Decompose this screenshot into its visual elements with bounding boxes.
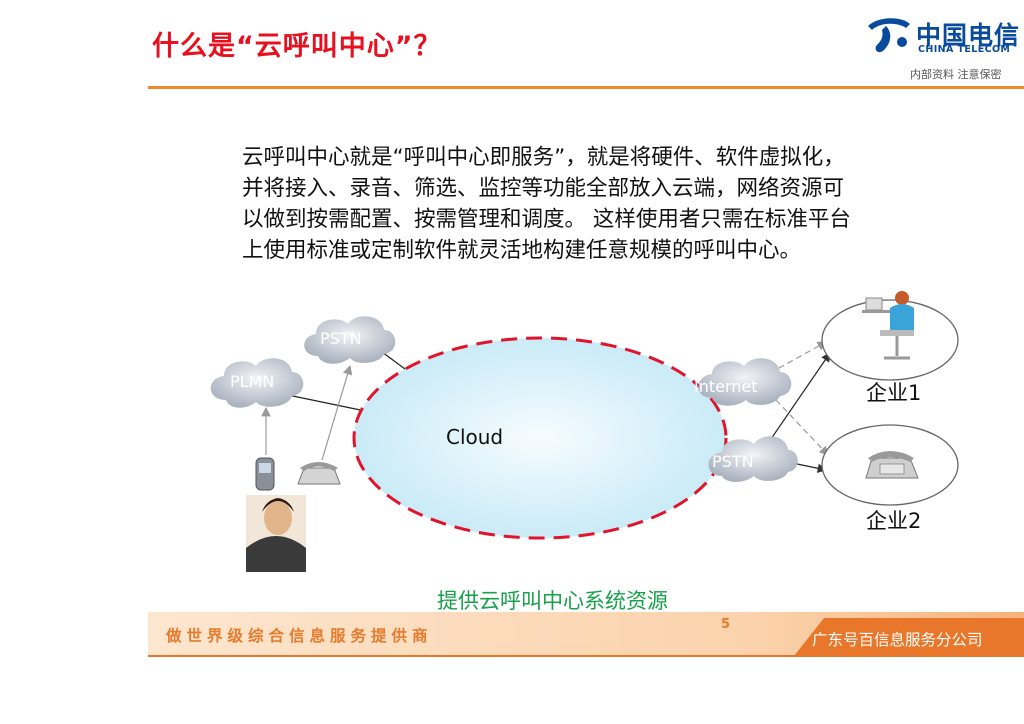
pstn-right-label: PSTN <box>712 452 754 471</box>
link-internet-ent2 <box>775 399 829 456</box>
paragraph-line: 并将接入、录音、筛选、监控等功能全部放入云端，网络资源可 <box>242 176 845 201</box>
header-divider <box>148 86 1024 89</box>
user-person-icon <box>246 495 306 572</box>
logo-text-cn: 中国电信 <box>916 21 1021 50</box>
logo-text-en: CHINA TELECOM <box>918 44 1011 55</box>
internet-cloud: Internet <box>694 358 792 406</box>
pstn-top-label: PSTN <box>320 329 362 348</box>
china-telecom-logo-icon <box>868 18 910 53</box>
mobile-phone-icon <box>255 457 275 491</box>
link-internet-ent1 <box>769 341 828 374</box>
paragraph-line: 上使用标准或定制软件就灵活地构建任意规模的呼叫中心。 <box>242 238 802 263</box>
footer-bar <box>148 612 1024 657</box>
description-paragraph: 云呼叫中心就是“呼叫中心即服务”，就是将硬件、软件虚拟化， 并将接入、录音、筛选… <box>242 142 952 266</box>
internet-label: Internet <box>694 377 758 396</box>
page-title: 什么是“云呼叫中心”？ <box>152 31 442 62</box>
page-number: 5 <box>721 617 731 632</box>
paragraph-line: 云呼叫中心就是“呼叫中心即服务”，就是将硬件、软件虚拟化， <box>242 145 845 170</box>
plmn-label: PLMN <box>230 372 274 391</box>
diagram-caption: 提供云呼叫中心系统资源 <box>437 589 668 613</box>
desk-phone-icon <box>865 451 919 479</box>
enterprise-1-zone <box>821 299 959 381</box>
paragraph-line: 以做到按需配置、按需管理和调度。 这样使用者只需在标准平台 <box>242 207 851 232</box>
link-plmn-cloud <box>287 394 371 413</box>
confidential-note: 内部资料 注意保密 <box>910 68 1002 81</box>
link-phone-pstn <box>321 364 353 461</box>
pstn-cloud-right: PSTN <box>708 436 798 482</box>
footer-slogan: 做世界级综合信息服务提供商 <box>166 627 433 645</box>
cloud-ellipse <box>352 336 728 540</box>
cloud-center-label: Cloud <box>446 425 503 449</box>
pstn-cloud-top: PSTN <box>304 316 396 364</box>
footer-company: 广东号百信息服务分公司 <box>812 631 983 649</box>
enterprise-2-label: 企业2 <box>866 509 921 533</box>
enterprise-1-label: 企业1 <box>866 381 921 405</box>
agent-icon <box>862 291 914 360</box>
landline-phone-icon <box>297 462 341 485</box>
plmn-cloud: PLMN <box>210 358 304 408</box>
link-pstn-ent1 <box>761 352 831 453</box>
